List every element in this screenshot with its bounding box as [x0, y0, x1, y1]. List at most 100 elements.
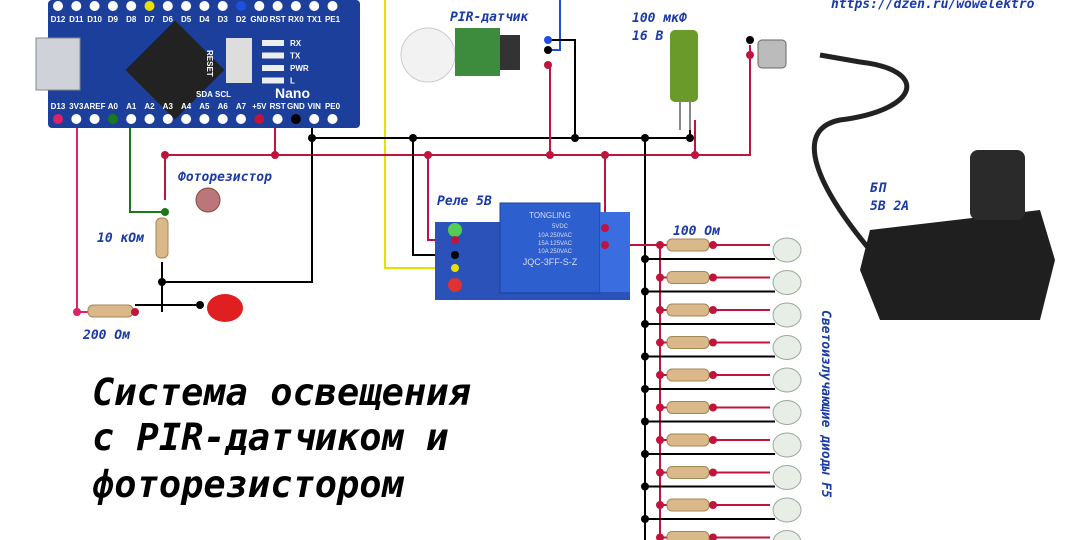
white-led	[772, 400, 802, 425]
junction-dot	[641, 417, 649, 426]
pin-+5v	[254, 114, 265, 124]
pin-d6	[162, 1, 173, 11]
board-led-label: TX	[290, 52, 301, 61]
pin-label: D11	[69, 15, 84, 24]
pin-label: 3V3	[69, 102, 84, 111]
resistor-100	[666, 336, 710, 349]
junction-dot	[656, 371, 664, 379]
svg-text:JQC-3FF-S-Z: JQC-3FF-S-Z	[523, 257, 578, 267]
board-led	[262, 77, 284, 84]
pin-gnd	[290, 114, 301, 124]
junction-dot	[158, 278, 166, 286]
pin-label: PE0	[325, 102, 341, 111]
resistor-100	[666, 368, 710, 382]
svg-text:PIR-датчик: PIR-датчик	[450, 10, 529, 25]
pin-d4	[199, 1, 210, 11]
mcu-chip	[125, 20, 225, 120]
led-row	[641, 270, 802, 296]
junction-dot	[656, 338, 664, 347]
svg-text:RESET: RESET	[205, 50, 214, 77]
junction-dot	[656, 306, 664, 314]
junction-dot	[161, 151, 169, 159]
svg-text:Фоторезистор: Фоторезистор	[178, 170, 272, 185]
pin-label: D7	[144, 15, 155, 24]
svg-text:Система освещения: Система освещения	[92, 371, 471, 414]
junction-dot	[641, 385, 649, 393]
pin-d5	[181, 1, 192, 11]
led-row	[641, 400, 802, 426]
led-row	[641, 432, 802, 458]
junction-dot	[424, 151, 432, 159]
pin-d13	[53, 114, 63, 124]
pin-label: D5	[181, 15, 192, 24]
led-row	[641, 335, 802, 361]
led-row	[656, 530, 802, 540]
resistor-200: 200 Ом	[82, 304, 134, 343]
pin-label: A0	[108, 102, 119, 111]
white-led	[772, 530, 802, 540]
pin-pe1	[327, 1, 338, 11]
pin-label: A7	[236, 102, 247, 111]
junction-dot	[709, 371, 717, 379]
svg-text:10A 250VAC: 10A 250VAC	[538, 249, 573, 255]
pin-label: D9	[108, 15, 119, 24]
pin-label: A6	[218, 102, 229, 111]
junction-dot	[709, 468, 717, 477]
pin-a5	[199, 114, 210, 124]
svg-text:200 Ом: 200 Ом	[82, 328, 130, 343]
junction-dot	[709, 403, 717, 412]
svg-text:Реле 5В: Реле 5В	[437, 194, 492, 209]
usb-port	[35, 37, 81, 91]
wire-d13-pink	[76, 120, 88, 313]
pin-label: D12	[51, 15, 66, 24]
white-led	[772, 335, 802, 360]
junction-dot	[656, 436, 664, 444]
resistor-100-label: 100 Ом	[673, 224, 720, 239]
junction-dot	[601, 224, 609, 232]
pin-a7	[236, 114, 246, 124]
pin-a4	[181, 114, 192, 124]
led-row	[641, 367, 802, 393]
relay-module: TONGLING 5VDC 10A 250VAC 15A 125VAC 10A …	[435, 194, 630, 300]
pin-label: TX1	[307, 15, 322, 24]
pin-label: D8	[126, 15, 137, 24]
reset-button[interactable]	[226, 38, 252, 83]
junction-dot	[131, 308, 139, 316]
photoresistor: Фоторезистор	[178, 170, 272, 213]
resistor-100	[666, 498, 710, 512]
svg-text:16 В: 16 В	[632, 29, 663, 44]
junction-dot	[544, 46, 552, 54]
junction-dot	[544, 61, 552, 69]
pin-vin	[309, 114, 320, 124]
pin-d8	[126, 1, 137, 11]
pin-aref	[89, 114, 100, 124]
resistor-100	[666, 401, 710, 414]
resistor-100	[666, 303, 710, 317]
junction-dot	[709, 533, 717, 540]
source-url[interactable]: https://dzen.ru/wowelektro	[831, 0, 1035, 12]
svg-text:SDA: SDA	[196, 90, 213, 99]
resistor-100	[666, 271, 710, 284]
junction-dots	[73, 36, 754, 316]
junction-dot	[709, 338, 717, 347]
resistor-10k: 10 кОм	[97, 217, 169, 259]
pin-d10	[89, 1, 100, 11]
junction-dot	[691, 151, 699, 159]
pin-3v3	[71, 114, 82, 124]
pin-label: D3	[218, 15, 229, 24]
pin-label: +5V	[252, 102, 267, 111]
svg-text:15A 125VAC: 15A 125VAC	[538, 241, 573, 247]
junction-dot	[451, 264, 459, 272]
pin-label: AREF	[84, 102, 106, 111]
junction-dot	[656, 403, 664, 412]
pin-d12	[53, 1, 63, 11]
pin-label: RX0	[288, 15, 304, 24]
junction-dot	[571, 134, 579, 142]
pin-rst	[272, 1, 283, 11]
board-led-label: PWR	[290, 64, 309, 73]
pin-label: RST	[270, 102, 286, 111]
pin-label: PE1	[325, 15, 341, 24]
svg-text:SCL: SCL	[215, 90, 231, 99]
pin-d11	[71, 1, 82, 11]
